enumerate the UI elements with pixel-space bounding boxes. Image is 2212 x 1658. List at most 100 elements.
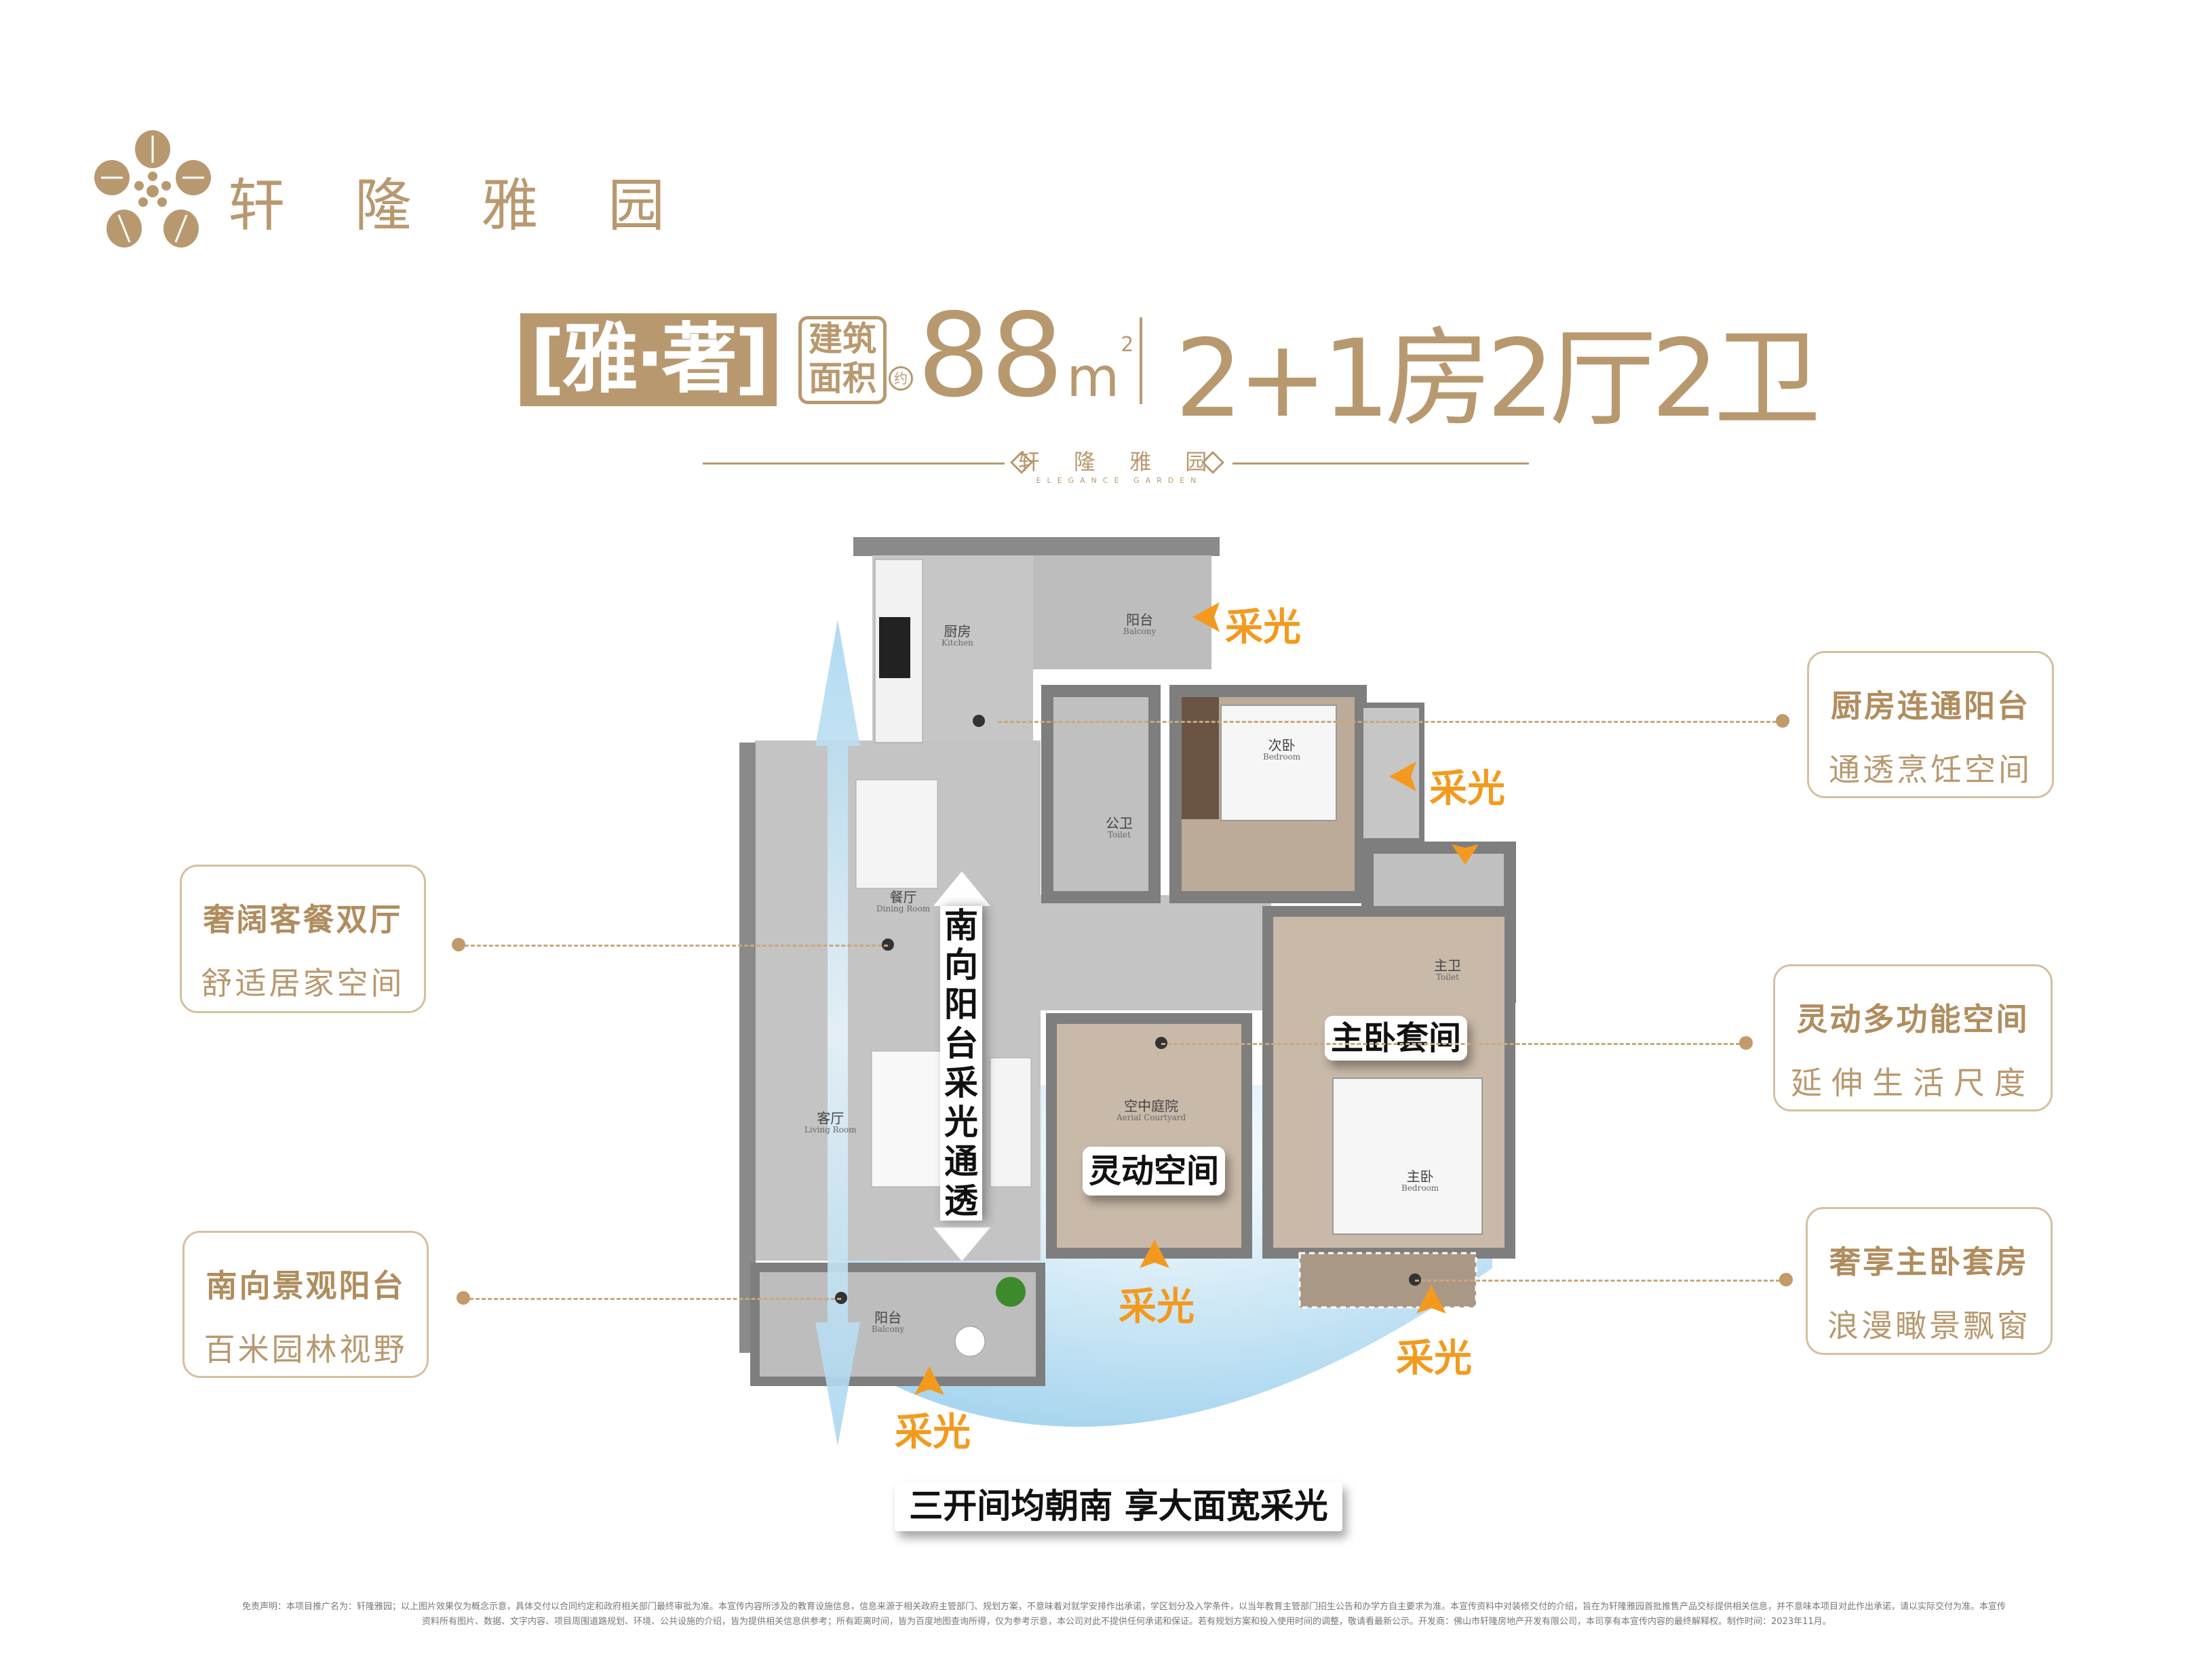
dining-table [855, 779, 938, 889]
area-value: 88 [917, 289, 1064, 423]
light-arrow-icon [1452, 844, 1479, 865]
room-cn: 餐厅 [889, 889, 917, 905]
callout-title: 灵动多功能空间 [1796, 1001, 2030, 1038]
room-en: Toilet [1436, 972, 1459, 982]
room-en: Kitchen [942, 638, 973, 648]
caption-banner: 三开间均朝南 享大面宽采光 [895, 1482, 1342, 1531]
room-en: Balcony [872, 1324, 905, 1334]
area-unit: m [1066, 346, 1120, 409]
room-dot [835, 1292, 847, 1304]
callout-leader [998, 721, 1783, 723]
divider-left [703, 462, 1005, 465]
approx-badge: 约 [889, 366, 913, 391]
sofa [990, 1057, 1032, 1187]
sub-logo: 轩 隆 雅 园 ELEGANCE GARDEN [1017, 445, 1221, 485]
callout-leader [1161, 1043, 1746, 1045]
flex-space-tag: 灵动空间 [1083, 1147, 1225, 1196]
north-balcony-floor [1033, 555, 1211, 669]
callout-title: 厨房连通阳台 [1831, 688, 2030, 724]
room-cn: 厨房 [944, 623, 971, 639]
south-balcony-floor [750, 1263, 1045, 1386]
room-en: Living Room [804, 1125, 857, 1134]
room-cn: 主卧 [1406, 1168, 1434, 1185]
room-layout: 2+1房2厅2卫 [1175, 317, 1821, 441]
area-label-line2: 面积 [809, 359, 876, 398]
light-arrow-icon [1389, 762, 1416, 791]
room-en: Bedroom [1263, 752, 1301, 762]
callout-title: 南向景观阳台 [206, 1267, 406, 1304]
brand-logo-icon [94, 130, 211, 248]
north-up-arrow-icon [933, 871, 990, 906]
light-label: 采光 [1119, 1285, 1195, 1329]
west-wall [739, 743, 756, 1353]
area-label-line1: 建筑 [809, 319, 876, 359]
light-label: 采光 [1429, 767, 1505, 811]
callout-subtitle: 百米园林视野 [203, 1331, 408, 1368]
courtyard-floor [1046, 1013, 1252, 1259]
south-light-arrow-icon [932, 1227, 992, 1262]
callout-flex-space: 灵动多功能空间延伸生活尺度 [1773, 964, 2053, 1111]
light-arrow-icon [1416, 1285, 1446, 1314]
callout-leader [1415, 1280, 1786, 1282]
north-wall [853, 537, 1220, 556]
room-cn: 空中庭院 [1124, 1098, 1179, 1114]
room-dot [973, 715, 985, 727]
room-en: Toilet [1108, 830, 1131, 840]
second-bedroom-wood-strip [1182, 697, 1219, 819]
callout-dot [1776, 714, 1789, 728]
callout-title: 奢享主卧套房 [1829, 1244, 2029, 1280]
stove-icon [879, 617, 910, 678]
callout-subtitle: 舒适居家空间 [201, 965, 405, 1002]
sub-logo-en: ELEGANCE GARDEN [1036, 476, 1203, 485]
balcony-table-icon [954, 1326, 986, 1357]
room-cn: 公卫 [1106, 815, 1133, 831]
room-en: Bedroom [1401, 1183, 1439, 1193]
room-en: Dining Room [876, 904, 931, 913]
room-en: Balcony [1123, 627, 1157, 636]
callout-dot [457, 1291, 470, 1305]
callout-subtitle: 延伸生活尺度 [1791, 1065, 2035, 1101]
light-label: 采光 [1396, 1337, 1472, 1381]
room-dot [882, 939, 894, 951]
bay-window-side [1358, 703, 1424, 844]
north-south-arrow-icon [815, 620, 860, 1446]
tv-cabinet [871, 1050, 947, 1187]
public-toilet-floor [1041, 685, 1161, 903]
disclaimer-line-2: 资料所有图片、数据、文字内容、项目周围道路规划、环境、公共设施的介绍，皆为提供相… [422, 1617, 1831, 1627]
area-figure: 88 m 2 [917, 292, 1133, 420]
light-label: 采光 [1225, 606, 1301, 650]
divider-right [1233, 462, 1529, 465]
callout-living-dining: 奢阔客餐双厅舒适居家空间 [180, 865, 426, 1013]
light-arrow-icon [1192, 602, 1220, 632]
area-unit-superscript: 2 [1121, 333, 1134, 357]
plant-icon [996, 1277, 1026, 1307]
callout-south-balcony: 南向景观阳台百米园林视野 [182, 1231, 429, 1378]
room-cn: 次卧 [1268, 737, 1296, 753]
callout-subtitle: 浪漫瞰景飘窗 [1827, 1307, 2031, 1344]
sub-logo-cn: 轩 隆 雅 园 [1017, 449, 1221, 475]
callout-subtitle: 通透烹饪空间 [1829, 751, 2032, 788]
light-label: 采光 [895, 1410, 971, 1455]
corridor-floor [1041, 895, 1271, 1010]
room-cn: 阳台 [874, 1309, 902, 1326]
disclaimer-line-1: 免责声明：本项目推广名为：轩隆雅园；以上图片效果仅为概念示意，具体交付以合同约定… [242, 1602, 2006, 1612]
light-arrow-icon [1140, 1240, 1169, 1268]
room-cn: 客厅 [817, 1110, 845, 1126]
south-light-tag: 南向阳台采光通透 [940, 906, 982, 1221]
callout-leader [463, 1298, 841, 1300]
callout-kitchen-balcony: 厨房连通阳台通透烹饪空间 [1807, 651, 2054, 798]
light-arrow-icon [914, 1366, 944, 1395]
callout-leader [459, 945, 888, 947]
unit-series-label: [雅·著] [520, 313, 777, 406]
room-cn: 阳台 [1126, 612, 1154, 628]
